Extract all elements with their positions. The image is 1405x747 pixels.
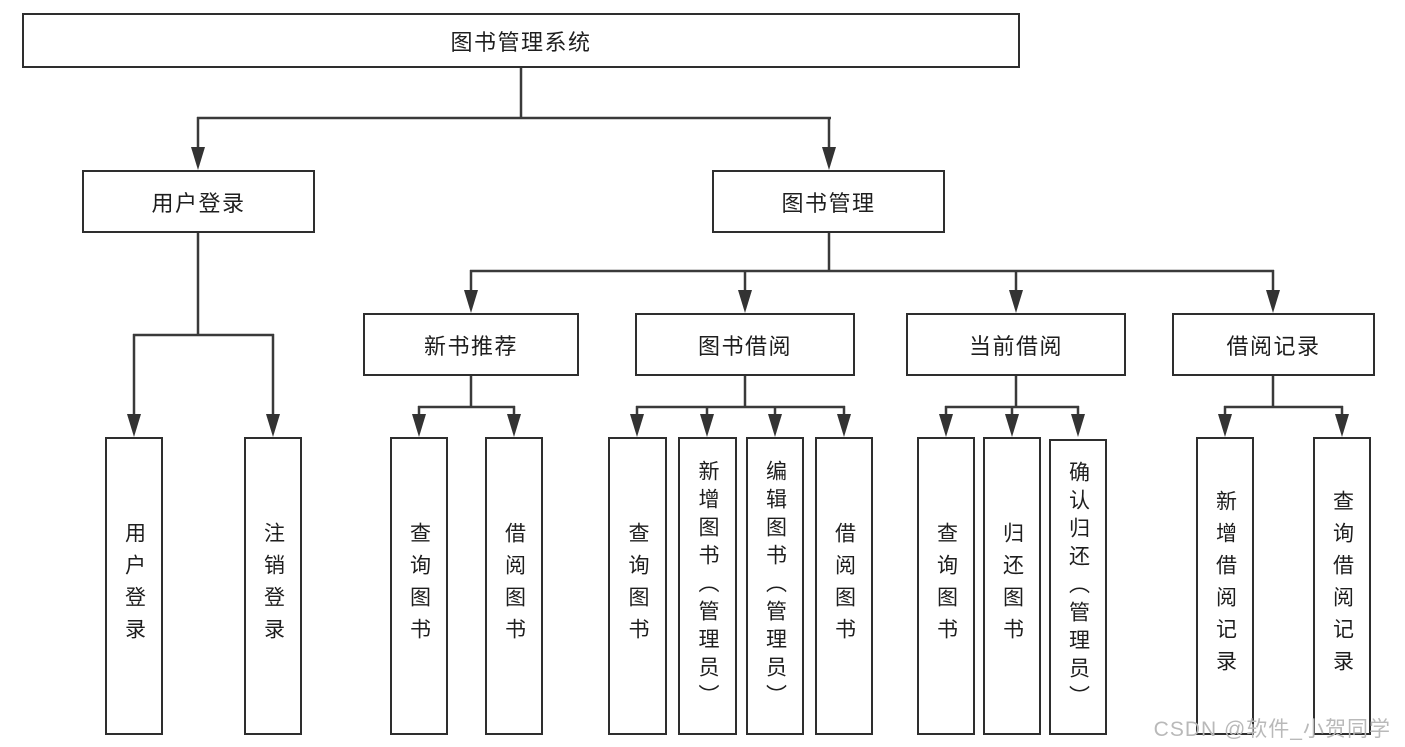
leaf-logout: 注销登录 xyxy=(244,437,302,735)
node-label: 查询借阅记录 xyxy=(1330,490,1354,682)
node-book-borrow: 图书借阅 xyxy=(635,313,855,376)
connectors-user-login xyxy=(127,233,280,437)
node-label: 查询图书 xyxy=(407,522,431,650)
connectors-root xyxy=(191,68,836,170)
leaf-newbook-query-books: 查询图书 xyxy=(390,437,448,735)
node-label: 新书推荐 xyxy=(423,333,518,359)
leaf-current-query-books: 查询图书 xyxy=(917,437,975,735)
leaf-records-add-record: 新增借阅记录 xyxy=(1196,437,1254,735)
leaf-borrow-add-books-admin: 新增图书（管理员） xyxy=(678,437,737,735)
node-label: 查询图书 xyxy=(934,522,958,650)
node-label: 查询图书 xyxy=(626,522,649,650)
leaf-newbook-borrow-books: 借阅图书 xyxy=(485,437,543,735)
node-new-book-recommend: 新书推荐 xyxy=(363,313,579,376)
node-label: 当前借阅 xyxy=(968,333,1063,359)
node-label: 借阅图书 xyxy=(832,522,856,650)
node-label: 新增图书（管理员） xyxy=(696,460,719,712)
node-label: 归还图书 xyxy=(1000,522,1024,650)
leaf-current-return-books: 归还图书 xyxy=(983,437,1041,735)
leaf-records-query-record: 查询借阅记录 xyxy=(1313,437,1371,735)
node-current-borrow: 当前借阅 xyxy=(906,313,1126,376)
connectors-new-book xyxy=(412,376,521,437)
connectors-book-borrow xyxy=(630,376,851,437)
connectors-borrow-records xyxy=(1218,376,1349,437)
node-label: 编辑图书（管理员） xyxy=(763,460,787,712)
leaf-borrow-edit-books-admin: 编辑图书（管理员） xyxy=(746,437,804,735)
connectors-current-borrow xyxy=(939,376,1085,437)
connectors-book-management xyxy=(464,233,1280,313)
node-label: 用户登录 xyxy=(122,522,146,650)
leaf-borrow-query-books: 查询图书 xyxy=(608,437,667,735)
leaf-user-login: 用户登录 xyxy=(105,437,163,735)
node-label: 新增借阅记录 xyxy=(1213,490,1237,682)
node-label: 图书管理系统 xyxy=(450,29,592,55)
node-label: 图书借阅 xyxy=(697,333,792,359)
leaf-current-confirm-return-admin: 确认归还（管理员） xyxy=(1049,439,1107,735)
csdn-watermark: CSDN @软件_小贺同学 xyxy=(1153,718,1391,741)
node-label: 确认归还（管理员） xyxy=(1066,461,1090,713)
node-book-management: 图书管理 xyxy=(712,170,945,233)
node-label: 借阅图书 xyxy=(502,522,526,650)
node-user-login: 用户登录 xyxy=(82,170,315,233)
node-borrow-records: 借阅记录 xyxy=(1172,313,1375,376)
node-label: 用户登录 xyxy=(151,190,246,216)
leaf-borrow-borrow-books: 借阅图书 xyxy=(815,437,873,735)
node-root: 图书管理系统 xyxy=(22,13,1020,68)
node-label: 图书管理 xyxy=(781,190,876,216)
node-label: 注销登录 xyxy=(261,522,285,650)
node-label: 借阅记录 xyxy=(1226,333,1321,359)
